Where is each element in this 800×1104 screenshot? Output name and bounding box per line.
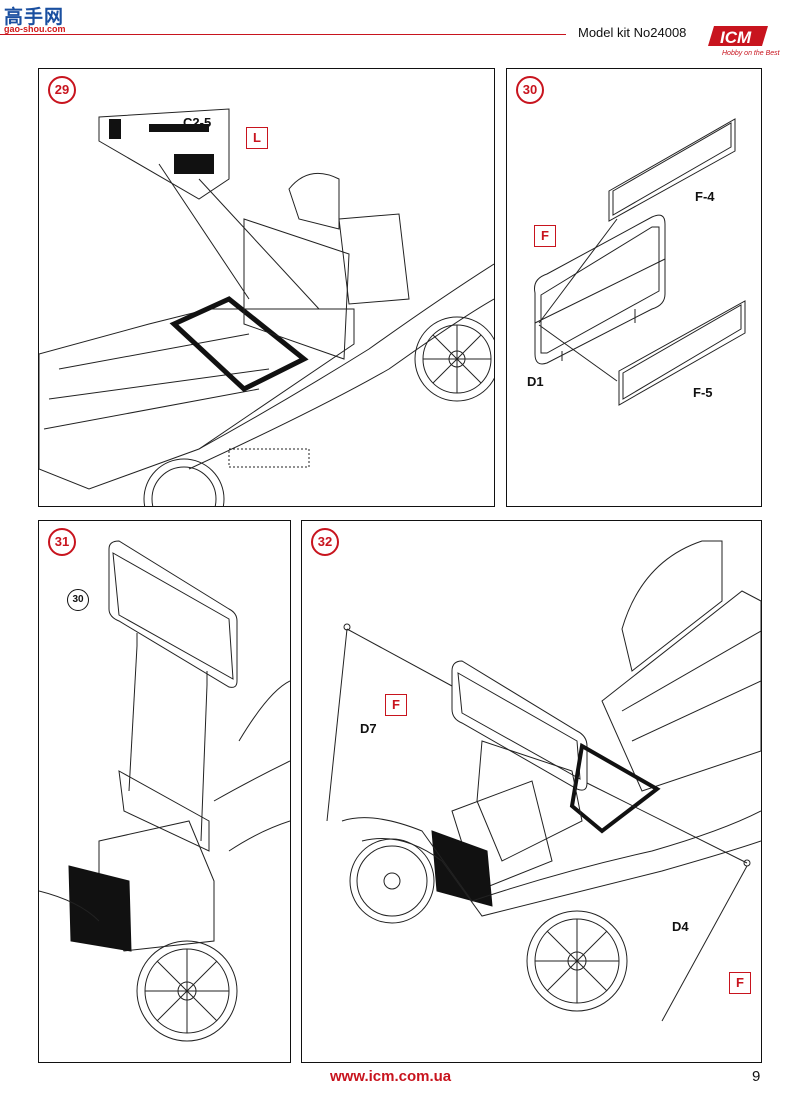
step-number: 30 (516, 76, 544, 104)
part-label-c2-5: C2-5 (183, 115, 212, 130)
brand-tagline: Hobby on the Best (722, 50, 780, 57)
paint-code-f-right: F (729, 972, 751, 994)
step-number: 31 (48, 528, 76, 556)
step-30-drawing (534, 118, 746, 406)
footer-website: www.icm.com.ua (330, 1068, 452, 1085)
kit-title: Model kit No24008 (578, 25, 687, 40)
step-29-panel: 29 C2-5 L (38, 68, 495, 507)
brand-logo-text: ICM (720, 28, 752, 47)
step-31-drawing (39, 540, 290, 1042)
icm-logo-badge (708, 26, 768, 46)
page-number: 9 (752, 1068, 761, 1085)
header-rule (0, 34, 566, 35)
part-label-f-4: F-4 (695, 189, 715, 204)
step-number: 32 (311, 528, 339, 556)
part-label-d1: D1 (527, 374, 544, 389)
part-label-f-5: F-5 (693, 385, 713, 400)
step-32-drawing (326, 540, 761, 1022)
step-30-panel: 30 F-4 F D1 F-5 (506, 68, 762, 507)
step-29-drawing (39, 108, 494, 506)
step-ref-30: 30 (67, 589, 89, 611)
watermark-logo: 高手网 (4, 7, 65, 28)
paint-code-f-left: F (385, 694, 407, 716)
watermark-url: gao-shou.com (4, 24, 66, 34)
step-number: 29 (48, 76, 76, 104)
paint-code-l: L (246, 127, 268, 149)
paint-code-f: F (534, 225, 556, 247)
part-label-d7: D7 (360, 721, 377, 736)
step-31-panel: 31 30 (38, 520, 291, 1063)
step-32-panel: 32 F D7 D4 F (301, 520, 762, 1063)
part-label-d4: D4 (672, 919, 689, 934)
